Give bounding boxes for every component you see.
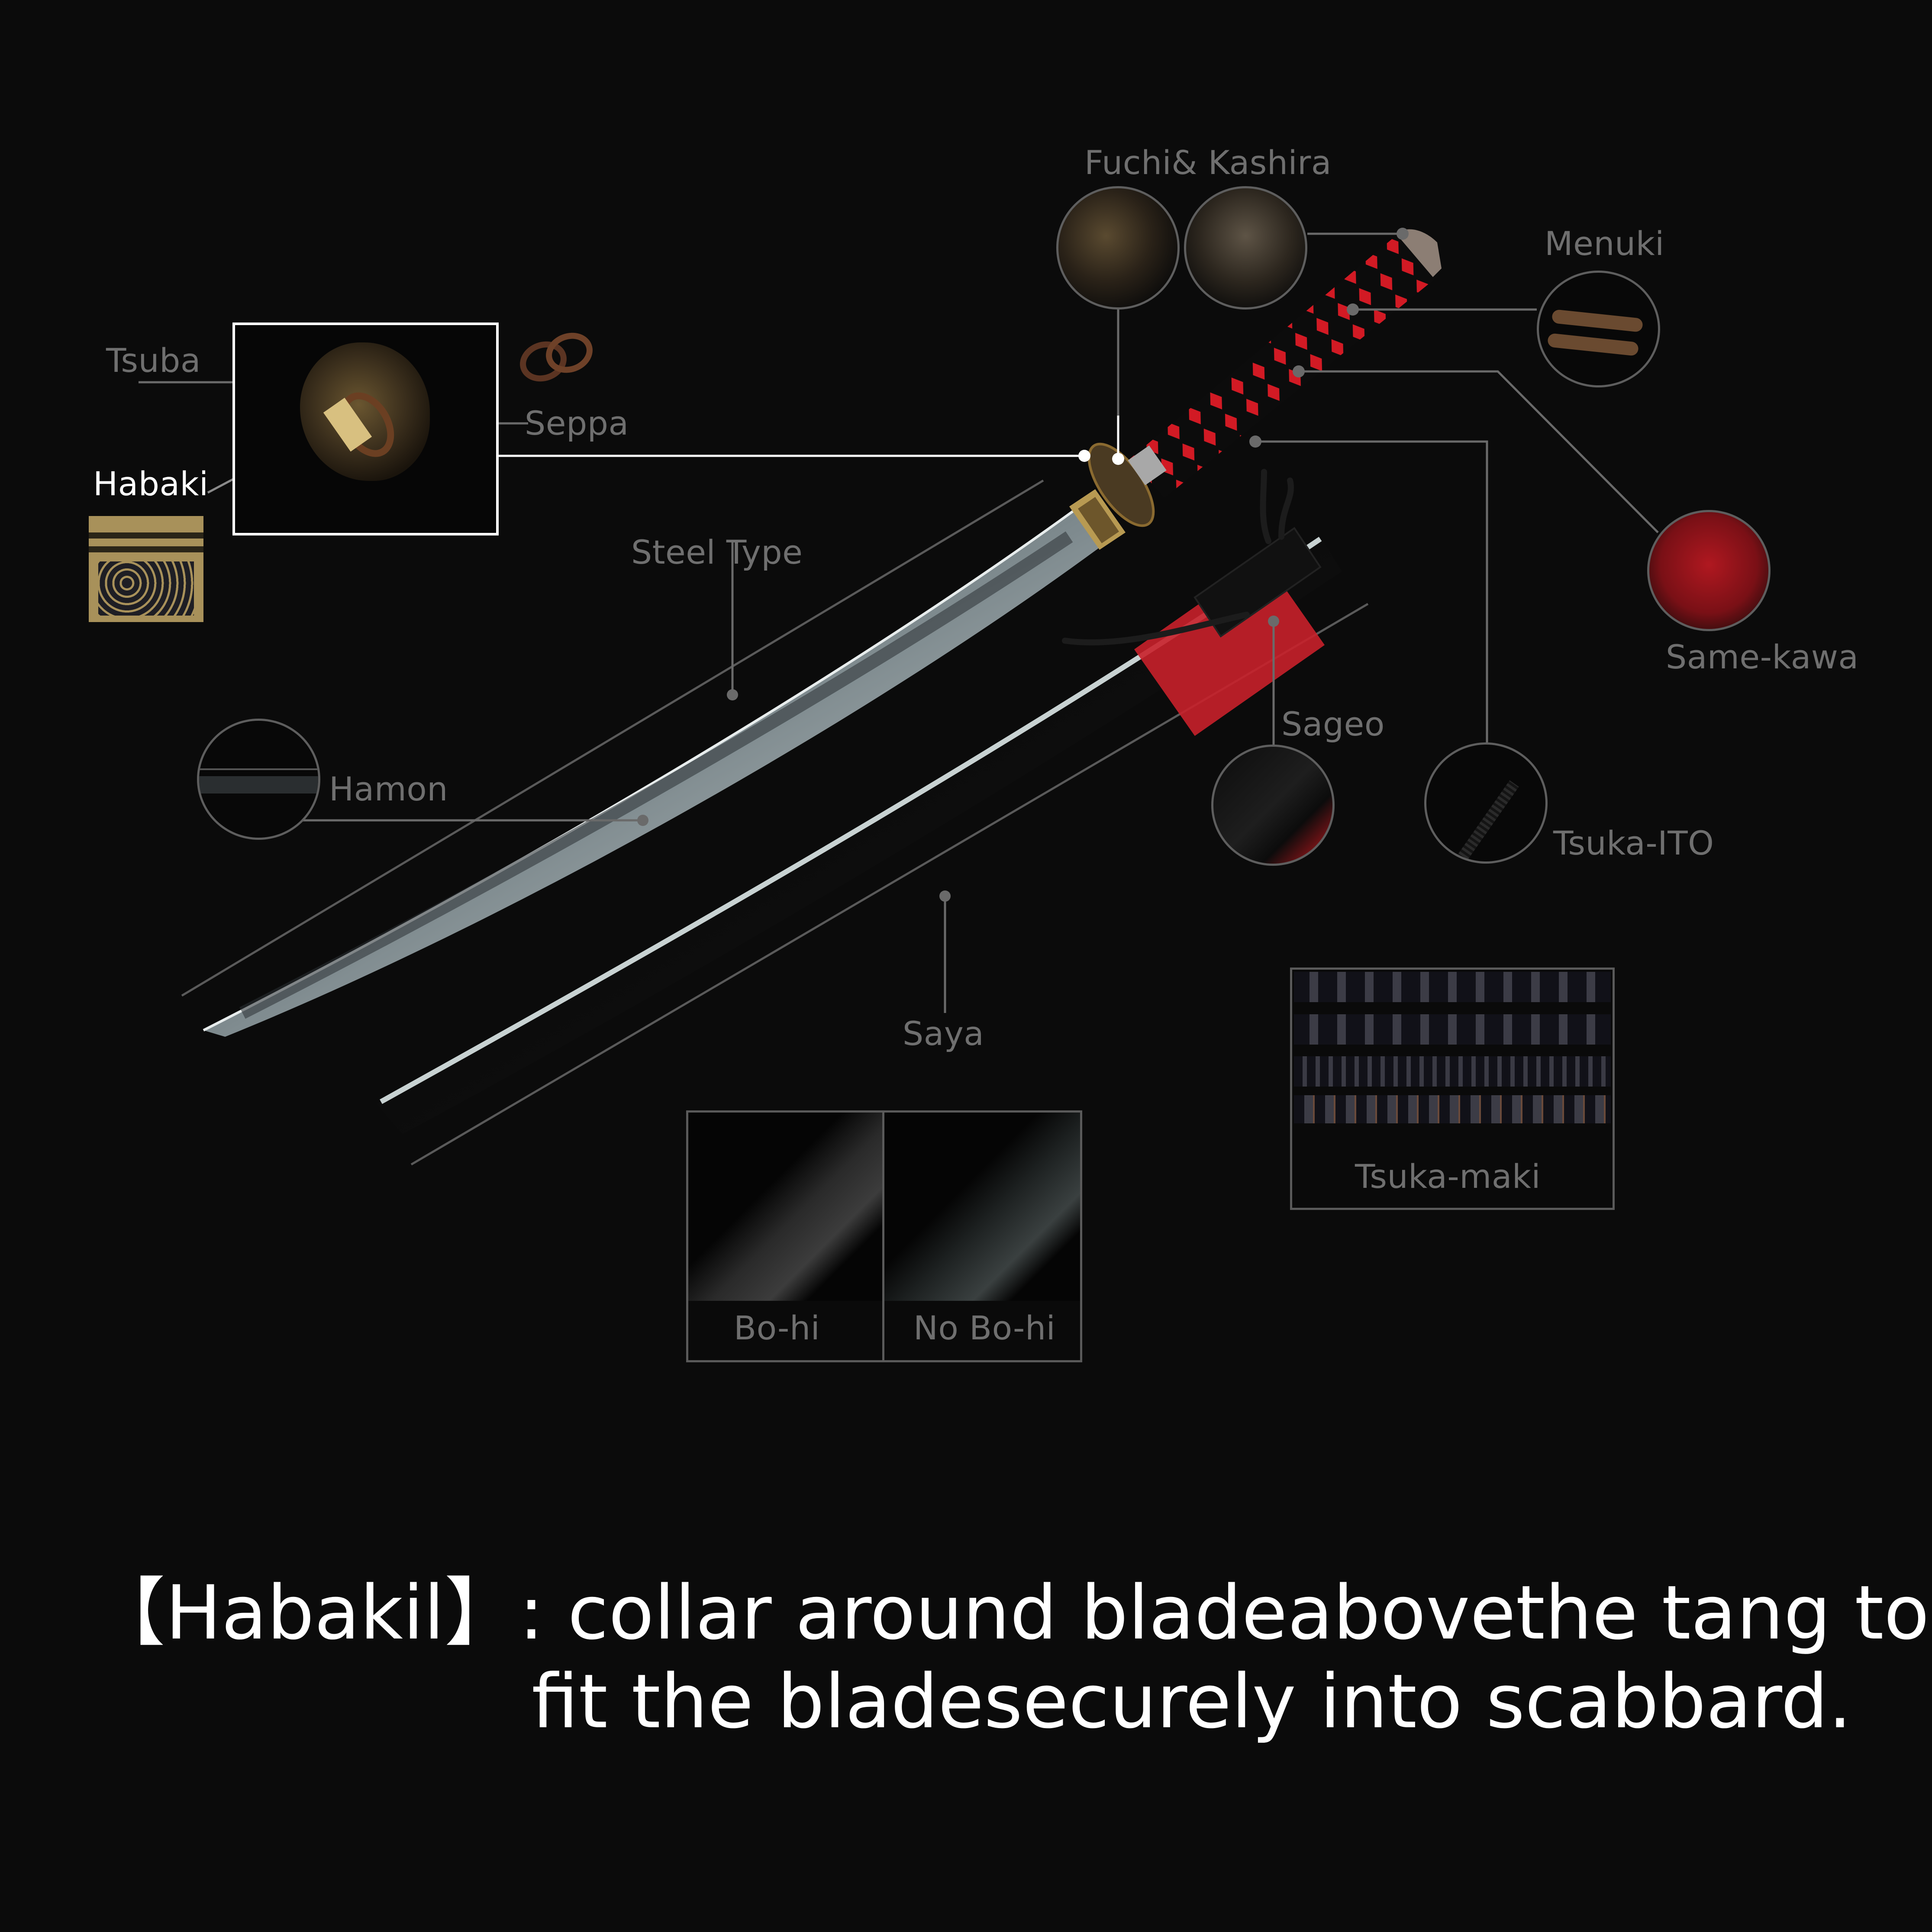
menuki-inset	[1537, 271, 1660, 387]
label-tsuka-ito: Tsuka-ITO	[1553, 824, 1714, 862]
caption-line-1: 【Habakil】: collar around bladeabovethe t…	[91, 1569, 1929, 1656]
hamon-inset	[197, 719, 320, 840]
label-menuki: Menuki	[1545, 224, 1664, 263]
label-seppa: Seppa	[525, 404, 629, 442]
guide-lines	[181, 479, 1369, 1166]
blade	[203, 510, 1108, 1037]
no-bo-hi-panel	[882, 1110, 1082, 1362]
label-habaki: Habaki	[93, 464, 209, 503]
fuchi-inset	[1056, 186, 1180, 310]
label-fuchi-kashira: Fuchi& Kashira	[1084, 143, 1332, 182]
tsuka-ito-inset	[1424, 742, 1548, 864]
label-sageo: Sageo	[1281, 705, 1385, 743]
label-steel-type: Steel Type	[631, 533, 803, 571]
label-same-kawa: Same-kawa	[1666, 638, 1859, 676]
caption-line-2: fit the bladesecurely into scabbard.	[532, 1658, 1852, 1745]
saya	[377, 527, 1342, 1134]
label-saya: Saya	[903, 1014, 984, 1053]
kashira-inset	[1184, 186, 1307, 310]
label-tsuba: Tsuba	[106, 341, 201, 380]
label-tsuka-maki: Tsuka-maki	[1355, 1157, 1541, 1196]
same-kawa-inset	[1647, 510, 1771, 631]
bo-hi-panel	[686, 1110, 886, 1362]
habaki-on-sword	[1069, 489, 1126, 550]
label-no-bo-hi: No Bo-hi	[913, 1309, 1056, 1347]
sageo-cord	[1062, 469, 1294, 646]
label-hamon: Hamon	[329, 770, 448, 808]
label-bo-hi: Bo-hi	[734, 1309, 820, 1347]
tsuka-maki-panel	[1290, 968, 1615, 1210]
habaki-image	[89, 516, 203, 622]
sageo-inset	[1211, 745, 1335, 866]
tsuka	[1128, 229, 1442, 498]
tsuba-image	[300, 342, 430, 481]
tsuba-zoom-box	[232, 323, 499, 535]
